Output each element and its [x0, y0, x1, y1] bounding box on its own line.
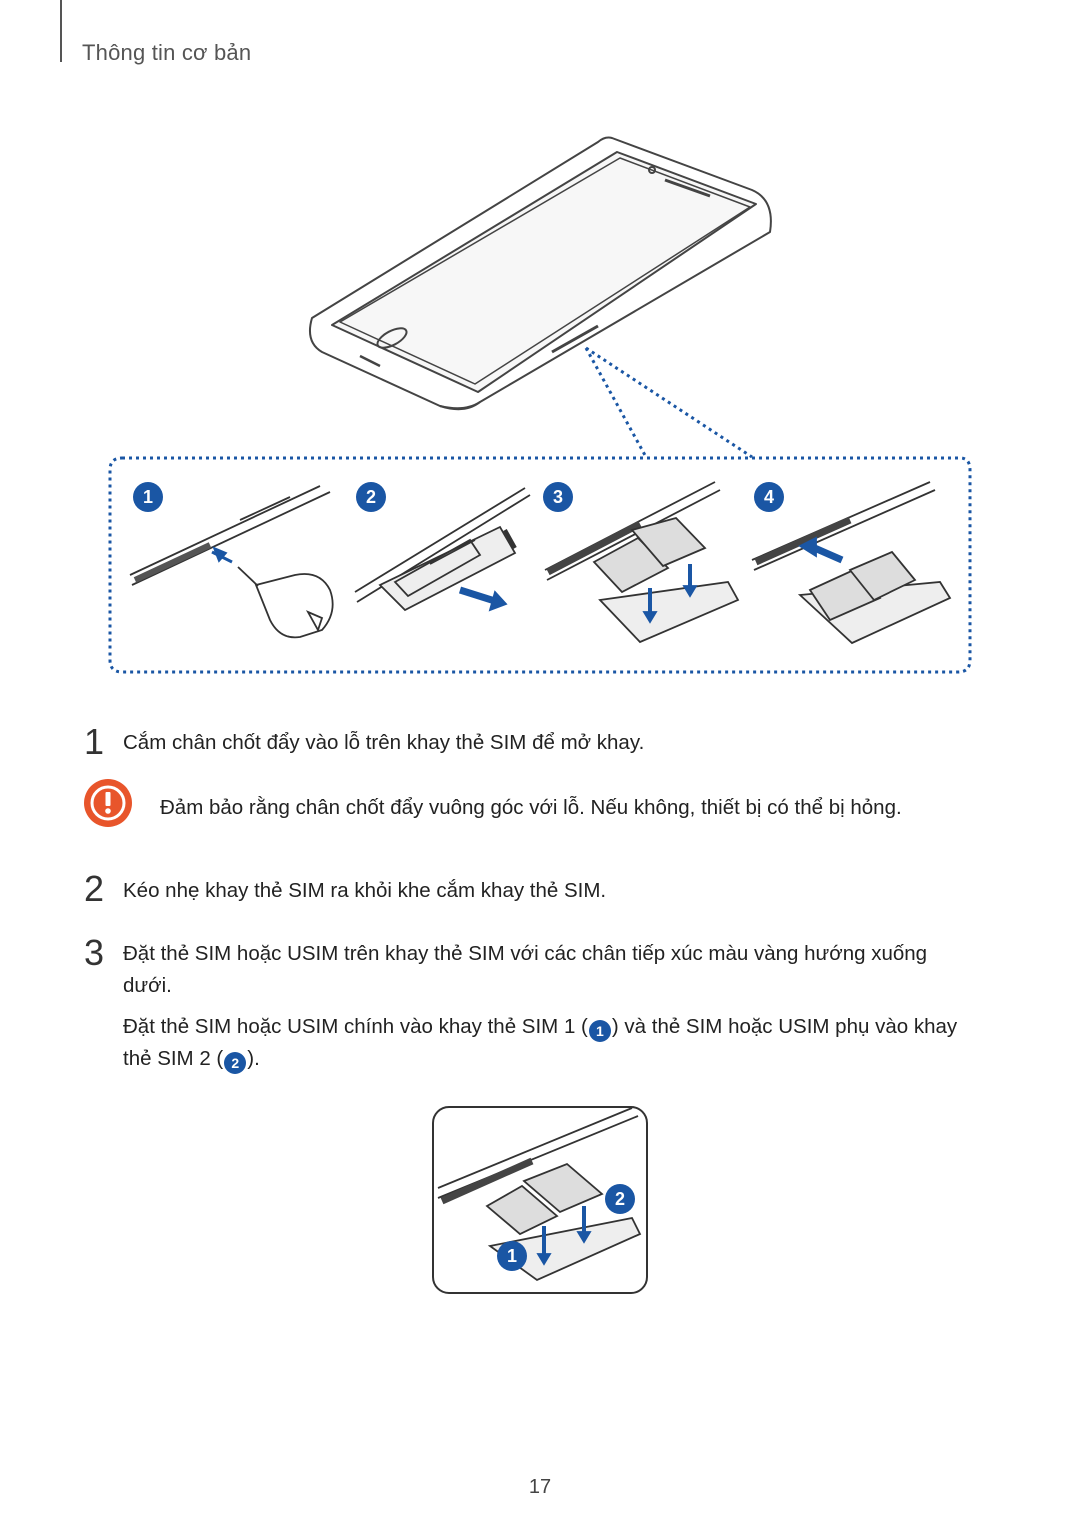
section-title: Thông tin cơ bản: [82, 40, 252, 65]
tray-figure: 1 2: [432, 1106, 648, 1294]
step-3-text-line1: Đặt thẻ SIM hoặc USIM trên khay thẻ SIM …: [123, 942, 928, 965]
note-text-part1: Đặt thẻ SIM hoặc USIM chính vào khay thẻ…: [123, 1015, 588, 1038]
note-text-part4: ).: [247, 1047, 260, 1070]
panel-label-1: 1: [143, 487, 153, 507]
note-text-part2: ) và thẻ SIM hoặc USIM phụ vào khay: [611, 1015, 958, 1038]
panel-1-drawing: [129, 485, 334, 639]
sim1-badge: 1: [588, 1020, 611, 1042]
tray-label-1: 1: [507, 1246, 517, 1266]
panel-3-drawing: [544, 481, 740, 644]
panel-4-drawing: [751, 481, 952, 645]
phone-drawing: [309, 136, 772, 411]
tray-label-2: 2: [615, 1189, 625, 1209]
step-1-text: Cắm chân chốt đẩy vào lỗ trên khay thẻ S…: [123, 731, 645, 754]
note-text-part3: thẻ SIM 2 (: [123, 1047, 224, 1070]
panel-badges: [133, 482, 784, 512]
sim2-badge: 2: [224, 1052, 247, 1074]
step-2-text: Kéo nhẹ khay thẻ SIM ra khỏi khe cắm kha…: [123, 879, 607, 902]
step-3-note-line2: thẻ SIM 2 (2).: [123, 1043, 260, 1075]
page-number: 17: [528, 1476, 552, 1498]
header-rule: [60, 0, 62, 62]
sim-tray-illustration: 1 2 3 4: [108, 136, 972, 674]
step-3-text-line2: dưới.: [123, 974, 172, 997]
caution-icon: [84, 779, 132, 827]
step-3-number: 3: [84, 932, 105, 973]
panel-label-2: 2: [366, 487, 376, 507]
panel-label-3: 3: [553, 487, 563, 507]
panel-label-4: 4: [764, 487, 774, 507]
step-2-number: 2: [84, 868, 105, 909]
panel-2-drawing: [354, 487, 531, 612]
caution-text: Đảm bảo rằng chân chốt đẩy vuông góc với…: [160, 796, 902, 819]
callout-lines: [108, 346, 972, 674]
step-3-note-line1: Đặt thẻ SIM hoặc USIM chính vào khay thẻ…: [123, 1011, 957, 1043]
step-1-number: 1: [84, 721, 105, 762]
